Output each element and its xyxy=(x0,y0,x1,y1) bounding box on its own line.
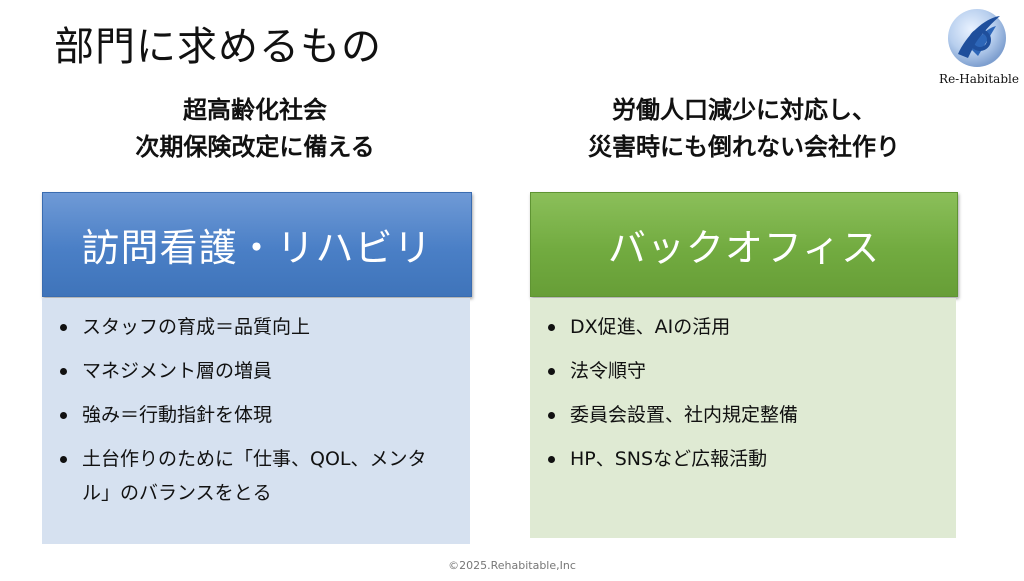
re-habitable-logo-icon xyxy=(948,9,1006,67)
left-section-header: 訪問看護・リハビリ xyxy=(42,192,472,297)
right-bullet-list: DX促進、AIの活用 法令順守 委員会設置、社内規定整備 HP、SNSなど広報活… xyxy=(530,298,956,538)
left-subtitle-line1: 超高齢化社会 xyxy=(183,96,327,124)
right-subtitle-line2: 災害時にも倒れない会社作り xyxy=(588,133,900,161)
list-item: スタッフの育成＝品質向上 xyxy=(58,310,452,344)
logo-text: Re-Habitable xyxy=(939,72,1019,86)
right-subtitle-line1: 労働人口減少に対応し、 xyxy=(612,96,876,124)
list-item: 土台作りのために「仕事、QOL、メンタル」のバランスをとる xyxy=(58,442,452,510)
list-item: マネジメント層の増員 xyxy=(58,354,452,388)
page-title: 部門に求めるもの xyxy=(54,24,382,70)
left-subtitle-line2: 次期保険改定に備える xyxy=(135,133,375,161)
list-item: 委員会設置、社内規定整備 xyxy=(546,398,938,432)
right-section-header: バックオフィス xyxy=(530,192,958,297)
left-bullet-list: スタッフの育成＝品質向上 マネジメント層の増員 強み＝行動指針を体現 土台作りの… xyxy=(42,298,470,544)
right-subtitle: 労働人口減少に対応し、 災害時にも倒れない会社作り xyxy=(528,92,960,166)
company-logo: Re-Habitable xyxy=(938,6,1019,90)
list-item: 法令順守 xyxy=(546,354,938,388)
left-subtitle: 超高齢化社会 次期保険改定に備える xyxy=(40,92,470,166)
list-item: HP、SNSなど広報活動 xyxy=(546,442,938,476)
copyright-footer: ©2025.Rehabitable,Inc xyxy=(448,559,576,572)
list-item: 強み＝行動指針を体現 xyxy=(58,398,452,432)
list-item: DX促進、AIの活用 xyxy=(546,310,938,344)
